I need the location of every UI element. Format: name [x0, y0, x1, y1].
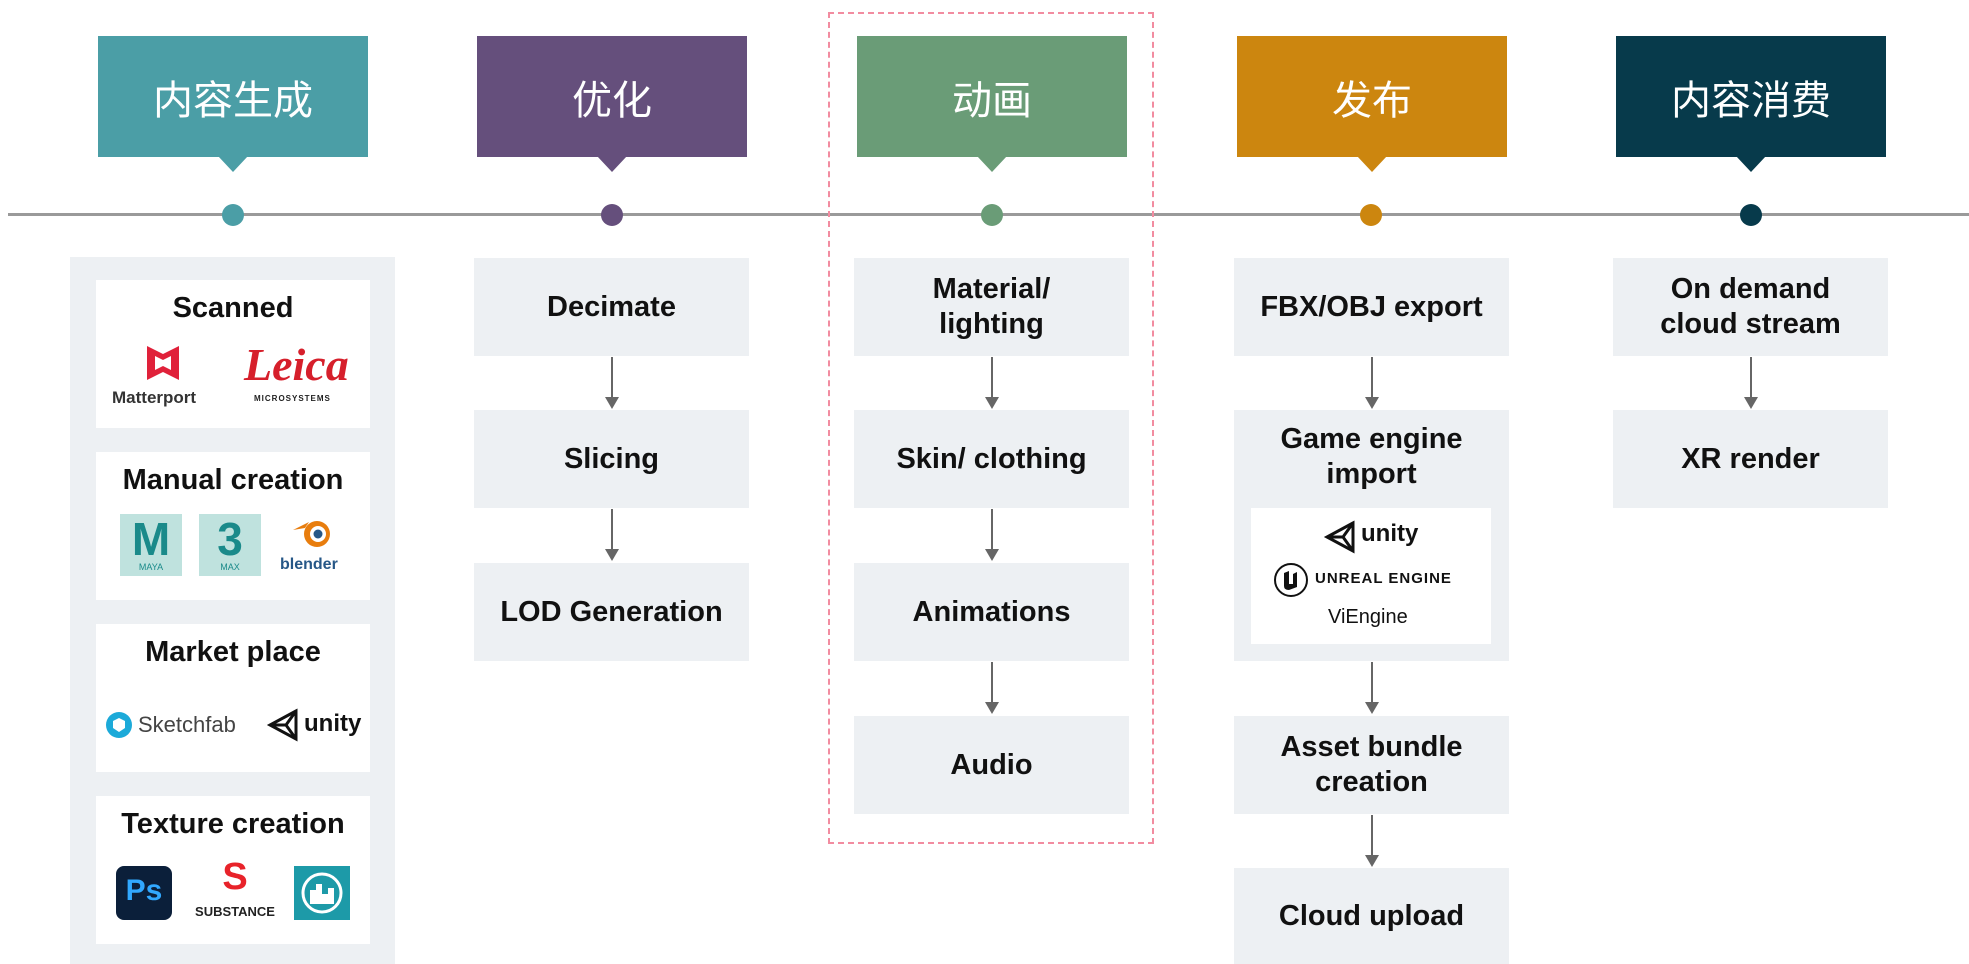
flow-arrow: [1365, 662, 1379, 714]
step-xr-render: XR render: [1613, 410, 1888, 508]
photoshop-label: Ps: [125, 874, 163, 907]
source-card-scanned: Scanned Matterport Leica MICROSYSTEMS: [96, 280, 370, 428]
step-label: FBX/OBJ export: [1260, 290, 1483, 323]
stage-title: 优化: [572, 77, 652, 124]
unreal-engine-label: UNREAL ENGINE: [1315, 570, 1452, 587]
timeline-dot: [981, 204, 1003, 226]
animation-highlight-frame: [828, 12, 1154, 844]
flow-arrow: [605, 357, 619, 409]
substance-icon: S SUBSTANCE: [190, 856, 280, 922]
step-label: Material/ lighting: [932, 273, 1051, 340]
photoshop-icon: Ps: [116, 866, 172, 920]
3dsmax-icon: 3 MAX: [199, 513, 261, 576]
flow-arrow: [1365, 357, 1379, 409]
matterport-label: Matterport: [112, 388, 197, 407]
step-label: LOD Generation: [500, 595, 723, 628]
source-title: Manual creation: [122, 464, 344, 496]
unity-icon: [1323, 520, 1355, 554]
step-label: Slicing: [563, 442, 660, 475]
step-label: Skin/ clothing: [896, 442, 1087, 475]
step-material-lighting: Material/ lighting: [854, 258, 1129, 356]
step-cloud-upload: Cloud upload: [1234, 868, 1509, 964]
maya-icon: M MAYA: [120, 513, 182, 576]
sketchfab-label: Sketchfab: [138, 712, 236, 737]
unity-icon: [266, 708, 298, 742]
step-label: Asset bundle creation: [1280, 731, 1463, 798]
stage-header-content-generation: 内容生成: [98, 36, 368, 172]
stage-header-optimization: 优化: [477, 36, 747, 172]
viengine-label: ViEngine: [1328, 606, 1408, 628]
engine-logo-box: unity UNREAL ENGINE ViEngine: [1251, 508, 1491, 644]
leica-subtitle: MICROSYSTEMS: [254, 394, 331, 403]
timeline-dot: [222, 204, 244, 226]
blender-label: blender: [280, 556, 338, 573]
max-label: MAX: [220, 562, 240, 572]
step-audio: Audio: [854, 716, 1129, 814]
stage-title: 动画: [952, 77, 1032, 124]
stage-header-animation: 动画: [857, 36, 1127, 172]
step-label: XR render: [1681, 442, 1820, 475]
texture-tool-icon: [294, 866, 350, 920]
matterport-icon: [147, 346, 179, 380]
timeline-dot: [601, 204, 623, 226]
source-title: Texture creation: [121, 808, 345, 840]
step-label: Decimate: [547, 290, 676, 323]
stage-title: 发布: [1332, 77, 1412, 124]
source-title: Scanned: [172, 292, 294, 324]
step-fbx-obj-export: FBX/OBJ export: [1234, 258, 1509, 356]
unity-label: unity: [1361, 520, 1419, 547]
stage-title: 内容消费: [1671, 77, 1831, 124]
step-animations: Animations: [854, 563, 1129, 661]
sketchfab-icon: [106, 712, 132, 738]
source-title: Market place: [145, 636, 321, 668]
step-label: Game engine import: [1280, 423, 1463, 490]
substance-label: SUBSTANCE: [195, 904, 275, 919]
flow-arrow: [1365, 815, 1379, 867]
step-on-demand-cloud-stream: On demand cloud stream: [1613, 258, 1888, 356]
step-lod-generation: LOD Generation: [474, 563, 749, 661]
step-label: Audio: [950, 748, 1033, 781]
maya-label: MAYA: [138, 562, 164, 572]
stage-header-consumption: 内容消费: [1616, 36, 1886, 172]
flow-arrow: [985, 509, 999, 561]
source-card-texture-creation: Texture creation Ps S SUBSTANCE: [96, 796, 370, 944]
step-label: On demand cloud stream: [1660, 273, 1841, 340]
flow-arrow: [1744, 357, 1758, 409]
unity-label: unity: [304, 710, 362, 737]
source-card-manual-creation: Manual creation M MAYA 3 MAX blender: [96, 452, 370, 600]
stage-header-publish: 发布: [1237, 36, 1507, 172]
blender-icon: [293, 521, 330, 547]
flow-arrow: [985, 662, 999, 714]
timeline-dot: [1360, 204, 1382, 226]
source-card-market-place: Market place Sketchfab unity: [96, 624, 370, 772]
timeline-dot: [1740, 204, 1762, 226]
leica-logo: Leica: [244, 339, 349, 390]
flow-arrow: [985, 357, 999, 409]
step-skin-clothing: Skin/ clothing: [854, 410, 1129, 508]
step-label: Cloud upload: [1278, 899, 1465, 932]
flow-arrow: [605, 509, 619, 561]
unreal-engine-icon: [1274, 563, 1308, 597]
stage-title: 内容生成: [153, 77, 313, 124]
step-decimate: Decimate: [474, 258, 749, 356]
step-asset-bundle-creation: Asset bundle creation: [1234, 716, 1509, 814]
step-label: Animations: [912, 595, 1071, 628]
step-slicing: Slicing: [474, 410, 749, 508]
